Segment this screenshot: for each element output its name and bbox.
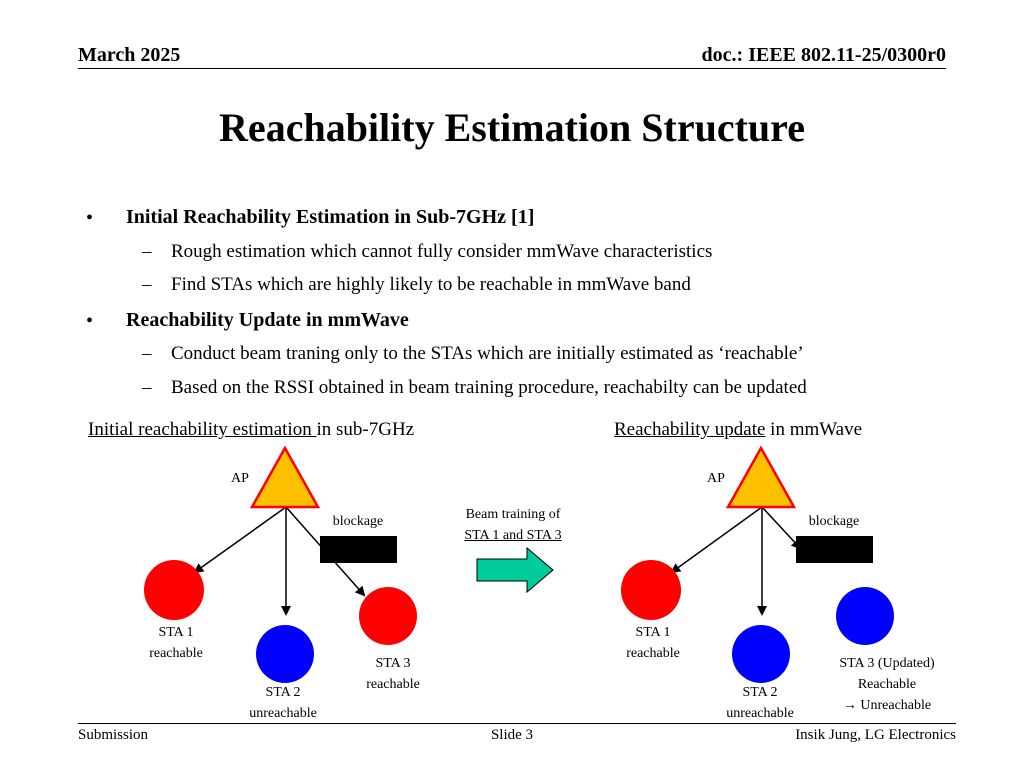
header-rule (78, 68, 946, 69)
left-link-sta1 (193, 506, 287, 574)
left-ap-label: AP (231, 471, 249, 486)
right-sta3-node (836, 587, 894, 645)
sub-bullet-marker: – (142, 241, 152, 262)
left-caption-underlined: Initial reachability estimation (88, 419, 317, 440)
left-sta3-status: reachable (366, 677, 420, 692)
header-doc-id: doc.: IEEE 802.11-25/0300r0 (701, 44, 946, 66)
right-sta2-status: unreachable (726, 706, 794, 721)
left-ap-triangle-icon (249, 445, 321, 509)
right-diagram (621, 445, 894, 683)
beam-training-line2: STA 1 and STA 3 (464, 528, 562, 543)
sub-bullet-2-1: Conduct beam traning only to the STAs wh… (171, 343, 804, 364)
right-sta1-status: reachable (626, 646, 680, 661)
bullet-marker: • (86, 310, 94, 332)
left-caption-rest: in sub-7GHz (316, 419, 415, 440)
left-sta1-label: STA 1 reachable (126, 622, 226, 664)
right-sta3-name: STA 3 (Updated) (839, 656, 935, 671)
right-caption-underlined: Reachability update (614, 419, 766, 440)
right-sta2-label: STA 2 unreachable (705, 682, 815, 724)
right-link-blocked (761, 506, 802, 550)
sub-bullet-marker: – (142, 377, 152, 398)
left-blockage-label: blockage (332, 514, 384, 529)
left-sta3-name: STA 3 (375, 656, 411, 671)
sub-bullet-marker: – (142, 274, 152, 295)
left-blockage (320, 536, 397, 563)
left-sta2-node (256, 625, 314, 683)
left-sta2-label: STA 2 unreachable (228, 682, 338, 724)
beam-training-label: Beam training of STA 1 and STA 3 (438, 504, 588, 546)
left-diagram-caption: Initial reachability estimation in sub-7… (88, 419, 414, 441)
left-diagram (144, 445, 417, 683)
sub-bullet-1-1: Rough estimation which cannot fully cons… (171, 241, 713, 262)
footer-rule (78, 723, 956, 724)
right-sta1-node (621, 560, 681, 620)
bullet-2: Reachability Update in mmWave (126, 309, 409, 331)
right-sta3-update: → Unreachable (842, 698, 932, 713)
right-sta1-label: STA 1 reachable (603, 622, 703, 664)
left-sta1-status: reachable (149, 646, 203, 661)
left-sta1-name: STA 1 (158, 625, 194, 640)
slide-title: Reachability Estimation Structure (219, 105, 805, 150)
sub-bullet-1-2: Find STAs which are highly likely to be … (171, 274, 691, 295)
right-blockage (796, 536, 873, 563)
left-sta3-node (359, 587, 417, 645)
right-sta2-node (732, 625, 790, 683)
right-blockage-label: blockage (808, 514, 860, 529)
right-caption-rest: in mmWave (765, 419, 863, 440)
right-arrow-icon (476, 546, 554, 594)
right-link-sta1 (670, 506, 763, 574)
right-diagram-caption: Reachability update in mmWave (614, 419, 862, 441)
bullet-marker: • (86, 207, 94, 229)
footer-submission: Submission (78, 727, 149, 743)
left-sta2-status: unreachable (249, 706, 317, 721)
right-sta3-label: STA 3 (Updated) Reachable → Unreachable (812, 653, 962, 716)
footer-author: Insik Jung, LG Electronics (795, 727, 956, 743)
left-sta3-label: STA 3 reachable (343, 653, 443, 695)
right-ap-label: AP (707, 471, 725, 486)
right-sta3-status: Reachable (857, 677, 917, 692)
right-sta2-name: STA 2 (742, 685, 778, 700)
right-sta1-name: STA 1 (635, 625, 671, 640)
left-sta2-name: STA 2 (265, 685, 301, 700)
header-date: March 2025 (78, 44, 181, 66)
sub-bullet-marker: – (142, 343, 152, 364)
sub-bullet-2-2: Based on the RSSI obtained in beam train… (171, 377, 807, 398)
bullet-1: Initial Reachability Estimation in Sub-7… (126, 206, 535, 228)
left-sta1-node (144, 560, 204, 620)
footer-slide-number: Slide 3 (490, 727, 534, 743)
beam-training-line1: Beam training of (465, 507, 561, 522)
right-ap-triangle-icon (725, 445, 797, 509)
